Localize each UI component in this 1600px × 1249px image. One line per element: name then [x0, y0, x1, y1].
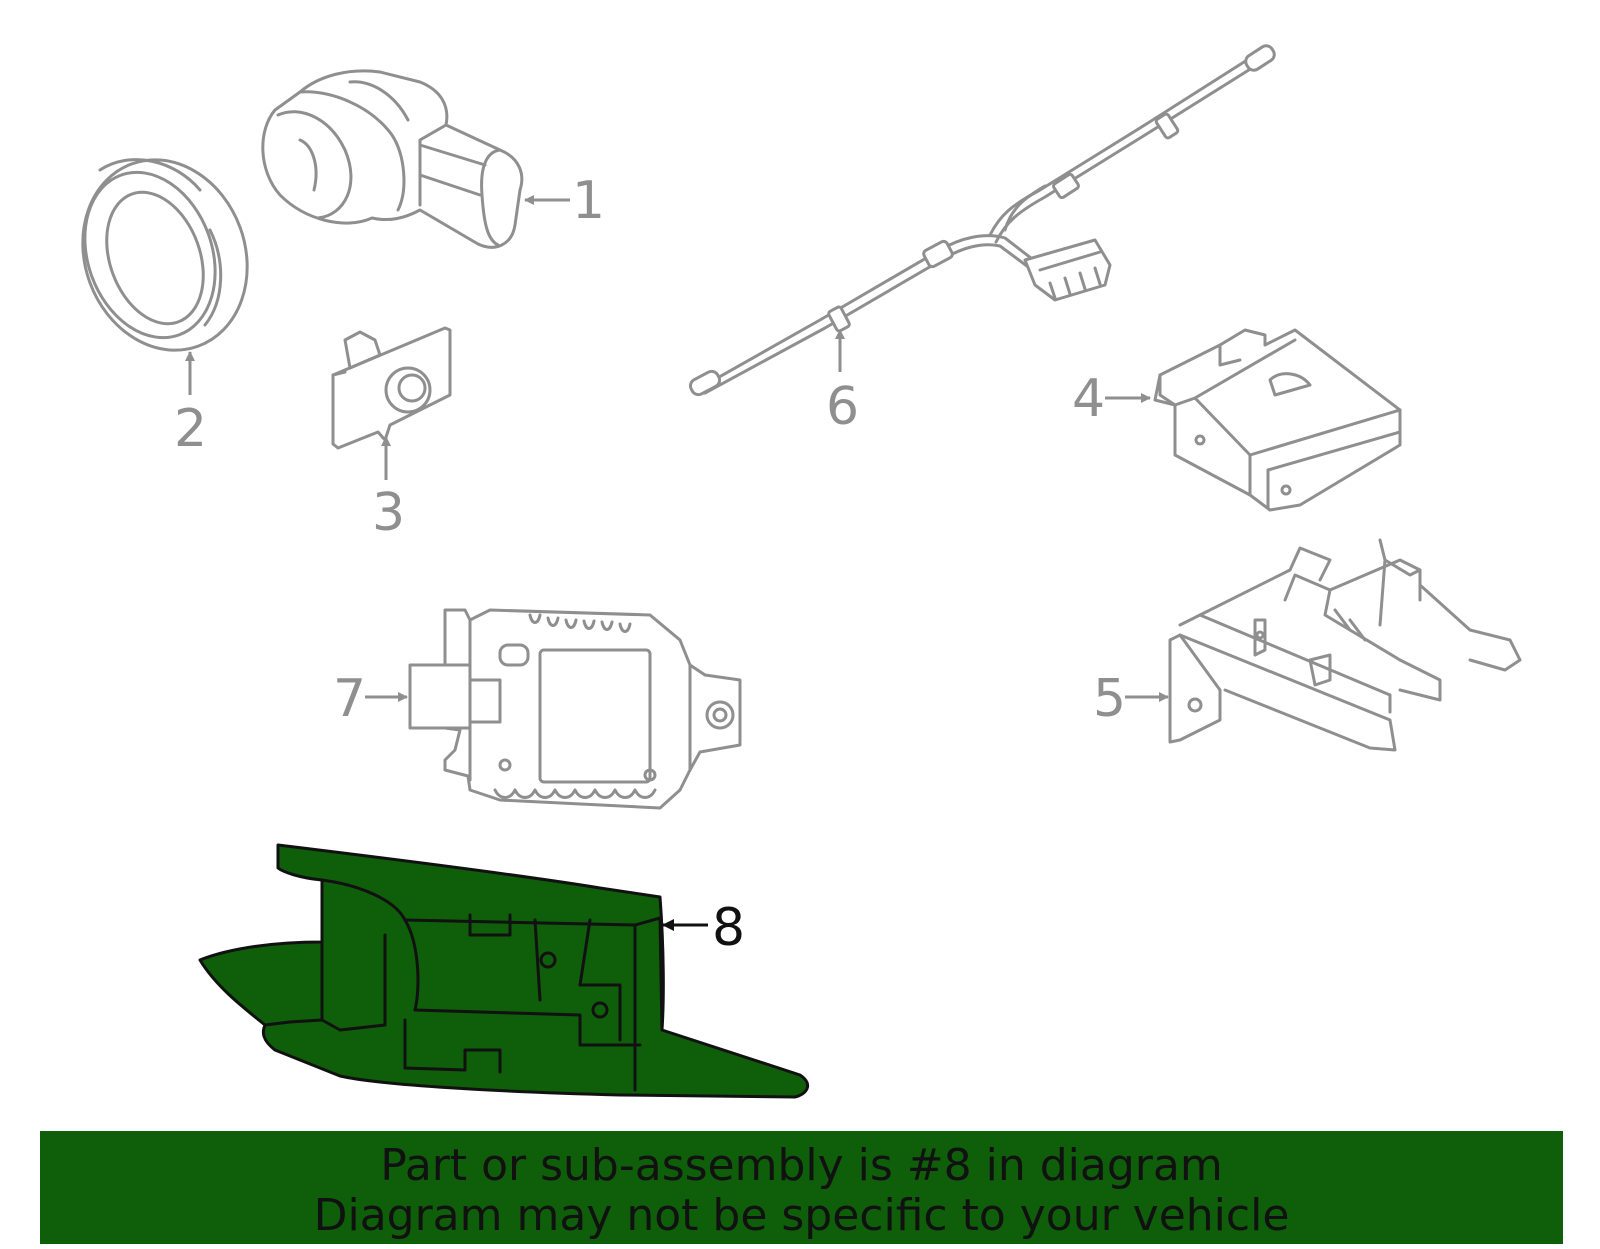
part-5-mounting-bracket[interactable]	[1168, 538, 1522, 752]
callout-6-label: 6	[826, 377, 859, 437]
callout-1-label: 1	[572, 171, 605, 231]
callout-4: 4	[1072, 369, 1151, 429]
banner-line-2: Diagram may not be specific to your vehi…	[313, 1190, 1290, 1241]
callout-5: 5	[1093, 669, 1169, 729]
callout-2-label: 2	[174, 399, 207, 459]
callout-7-label: 7	[333, 669, 366, 729]
highlight-banner: Part or sub-assembly is #8 in diagram Di…	[40, 1131, 1563, 1244]
part-6-wiring-harness[interactable]	[688, 43, 1277, 397]
part-8-sensor-cover-highlighted[interactable]	[198, 843, 810, 1099]
banner-line-1: Part or sub-assembly is #8 in diagram	[380, 1140, 1223, 1191]
part-3-sensor-bracket[interactable]	[331, 326, 452, 450]
part-1-parking-sensor[interactable]	[261, 69, 524, 249]
callout-7: 7	[333, 669, 408, 729]
callout-6: 6	[826, 329, 859, 437]
callout-3-label: 3	[372, 483, 405, 543]
part-4-control-module[interactable]	[1153, 328, 1402, 512]
callout-8: 8	[662, 898, 745, 958]
part-7-radar-module[interactable]	[408, 608, 742, 810]
callout-2: 2	[174, 351, 207, 459]
callout-3: 3	[372, 436, 405, 543]
callout-4-label: 4	[1072, 369, 1105, 429]
callout-1: 1	[524, 171, 605, 231]
callout-8-label: 8	[712, 898, 745, 958]
part-2-sensor-ring[interactable]	[57, 136, 274, 373]
callout-5-label: 5	[1093, 669, 1126, 729]
